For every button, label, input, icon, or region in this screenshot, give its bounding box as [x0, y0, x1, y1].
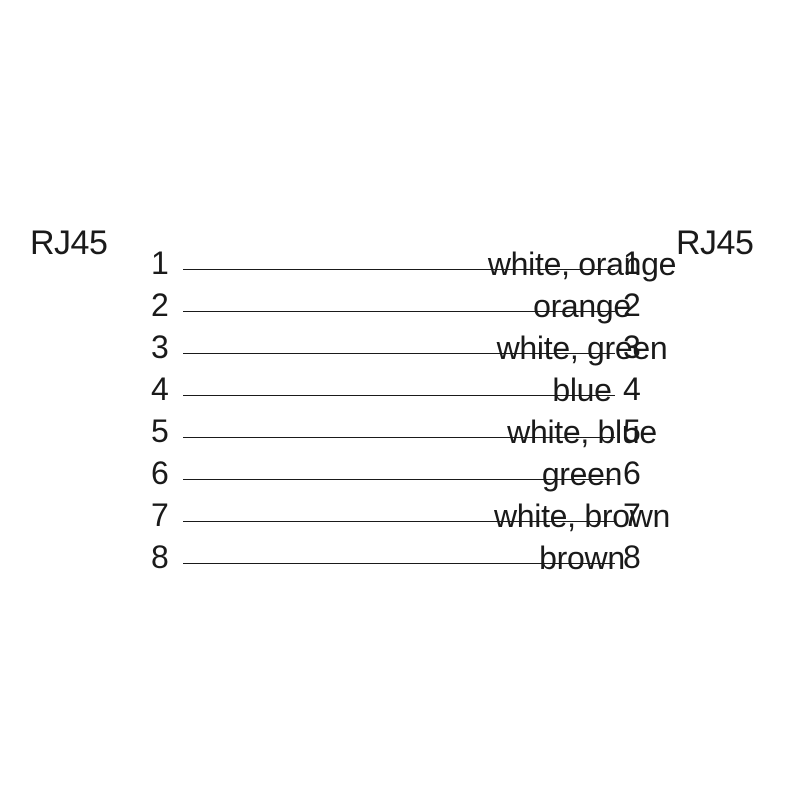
- wire-line: white, blue: [183, 416, 657, 448]
- wire-row-3: 3 white, green 3: [0, 325, 800, 367]
- wire-color-label: blue: [552, 372, 612, 408]
- left-pin-number: 4: [151, 371, 169, 407]
- right-pin-number: 4: [623, 371, 641, 407]
- right-pin-number: 2: [623, 287, 641, 323]
- wire-line: white, green: [183, 332, 668, 364]
- wire-line: green: [183, 458, 622, 490]
- wire-color-label: white, blue: [507, 414, 657, 450]
- wire-row-4: 4 blue 4: [0, 367, 800, 409]
- left-pin-number: 1: [151, 245, 169, 281]
- wire-line: brown: [183, 542, 625, 574]
- left-pin-number: 7: [151, 497, 169, 533]
- left-pin-number: 2: [151, 287, 169, 323]
- left-pin-number: 8: [151, 539, 169, 575]
- wire-line: white, brown: [183, 500, 670, 532]
- wire-color-label: white, orange: [487, 246, 677, 282]
- wire-line: white, orange: [183, 248, 676, 280]
- right-pin-number: 5: [623, 413, 641, 449]
- wire-color-label: green: [541, 456, 623, 492]
- wire-row-2: 2 orange 2: [0, 283, 800, 325]
- left-pin-number: 6: [151, 455, 169, 491]
- right-pin-number: 3: [623, 329, 641, 365]
- wire-color-label: white, brown: [493, 498, 671, 534]
- right-pin-number: 6: [623, 455, 641, 491]
- right-pin-number: 8: [623, 539, 641, 575]
- left-connector-label: RJ45: [30, 224, 108, 262]
- right-pin-number: 7: [623, 497, 641, 533]
- wire-row-1: 1 white, orange 1: [0, 241, 800, 283]
- left-pin-number: 3: [151, 329, 169, 365]
- wire-row-5: 5 white, blue 5: [0, 409, 800, 451]
- wire-color-label: brown: [539, 540, 625, 576]
- left-pin-number: 5: [151, 413, 169, 449]
- wire-line: blue: [183, 374, 615, 406]
- wire-row-6: 6 green 6: [0, 451, 800, 493]
- wire-color-label: orange: [533, 288, 631, 324]
- right-pin-number: 1: [623, 245, 641, 281]
- wire-row-7: 7 white, brown 7: [0, 493, 800, 535]
- wire-line: orange: [183, 290, 631, 322]
- wire-color-label: white, green: [496, 330, 668, 366]
- wire-row-8: 8 brown 8: [0, 535, 800, 577]
- right-connector-label: RJ45: [676, 224, 754, 262]
